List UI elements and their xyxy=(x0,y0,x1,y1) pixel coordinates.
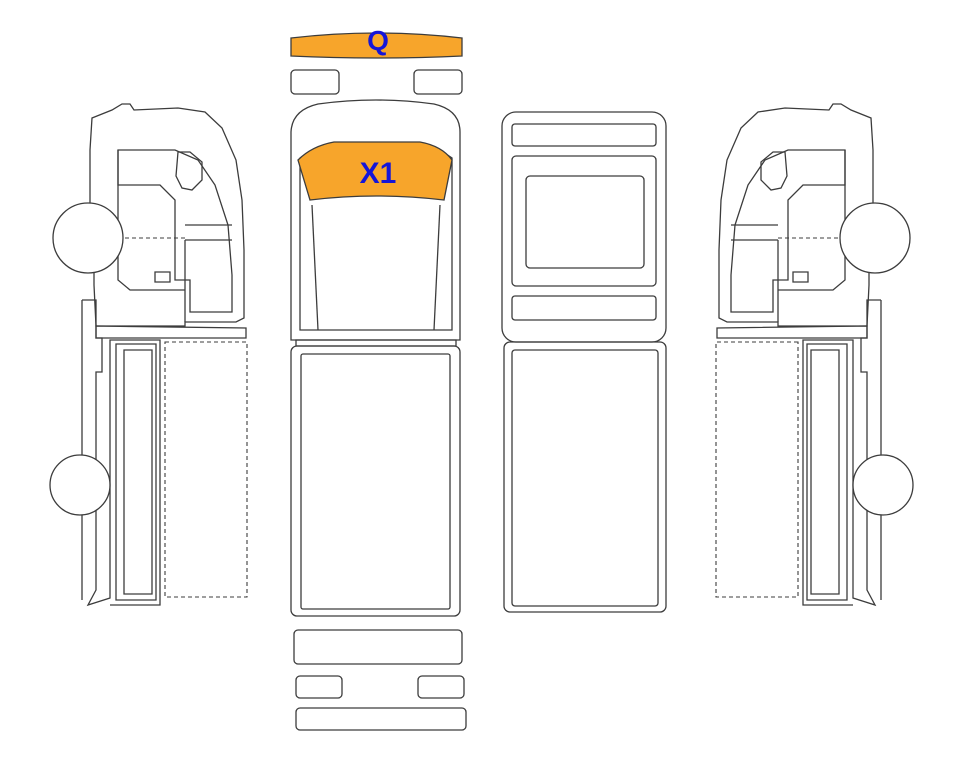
underside-view xyxy=(501,111,667,613)
zone-label-x1: X1 xyxy=(360,157,397,190)
top-view xyxy=(290,32,467,731)
zone-q-front-bumper[interactable] xyxy=(290,32,463,59)
right-side-view xyxy=(715,103,914,607)
left-side-view xyxy=(49,103,248,607)
zone-x1-windshield[interactable] xyxy=(297,141,453,201)
zone-label-q: Q xyxy=(367,25,389,56)
